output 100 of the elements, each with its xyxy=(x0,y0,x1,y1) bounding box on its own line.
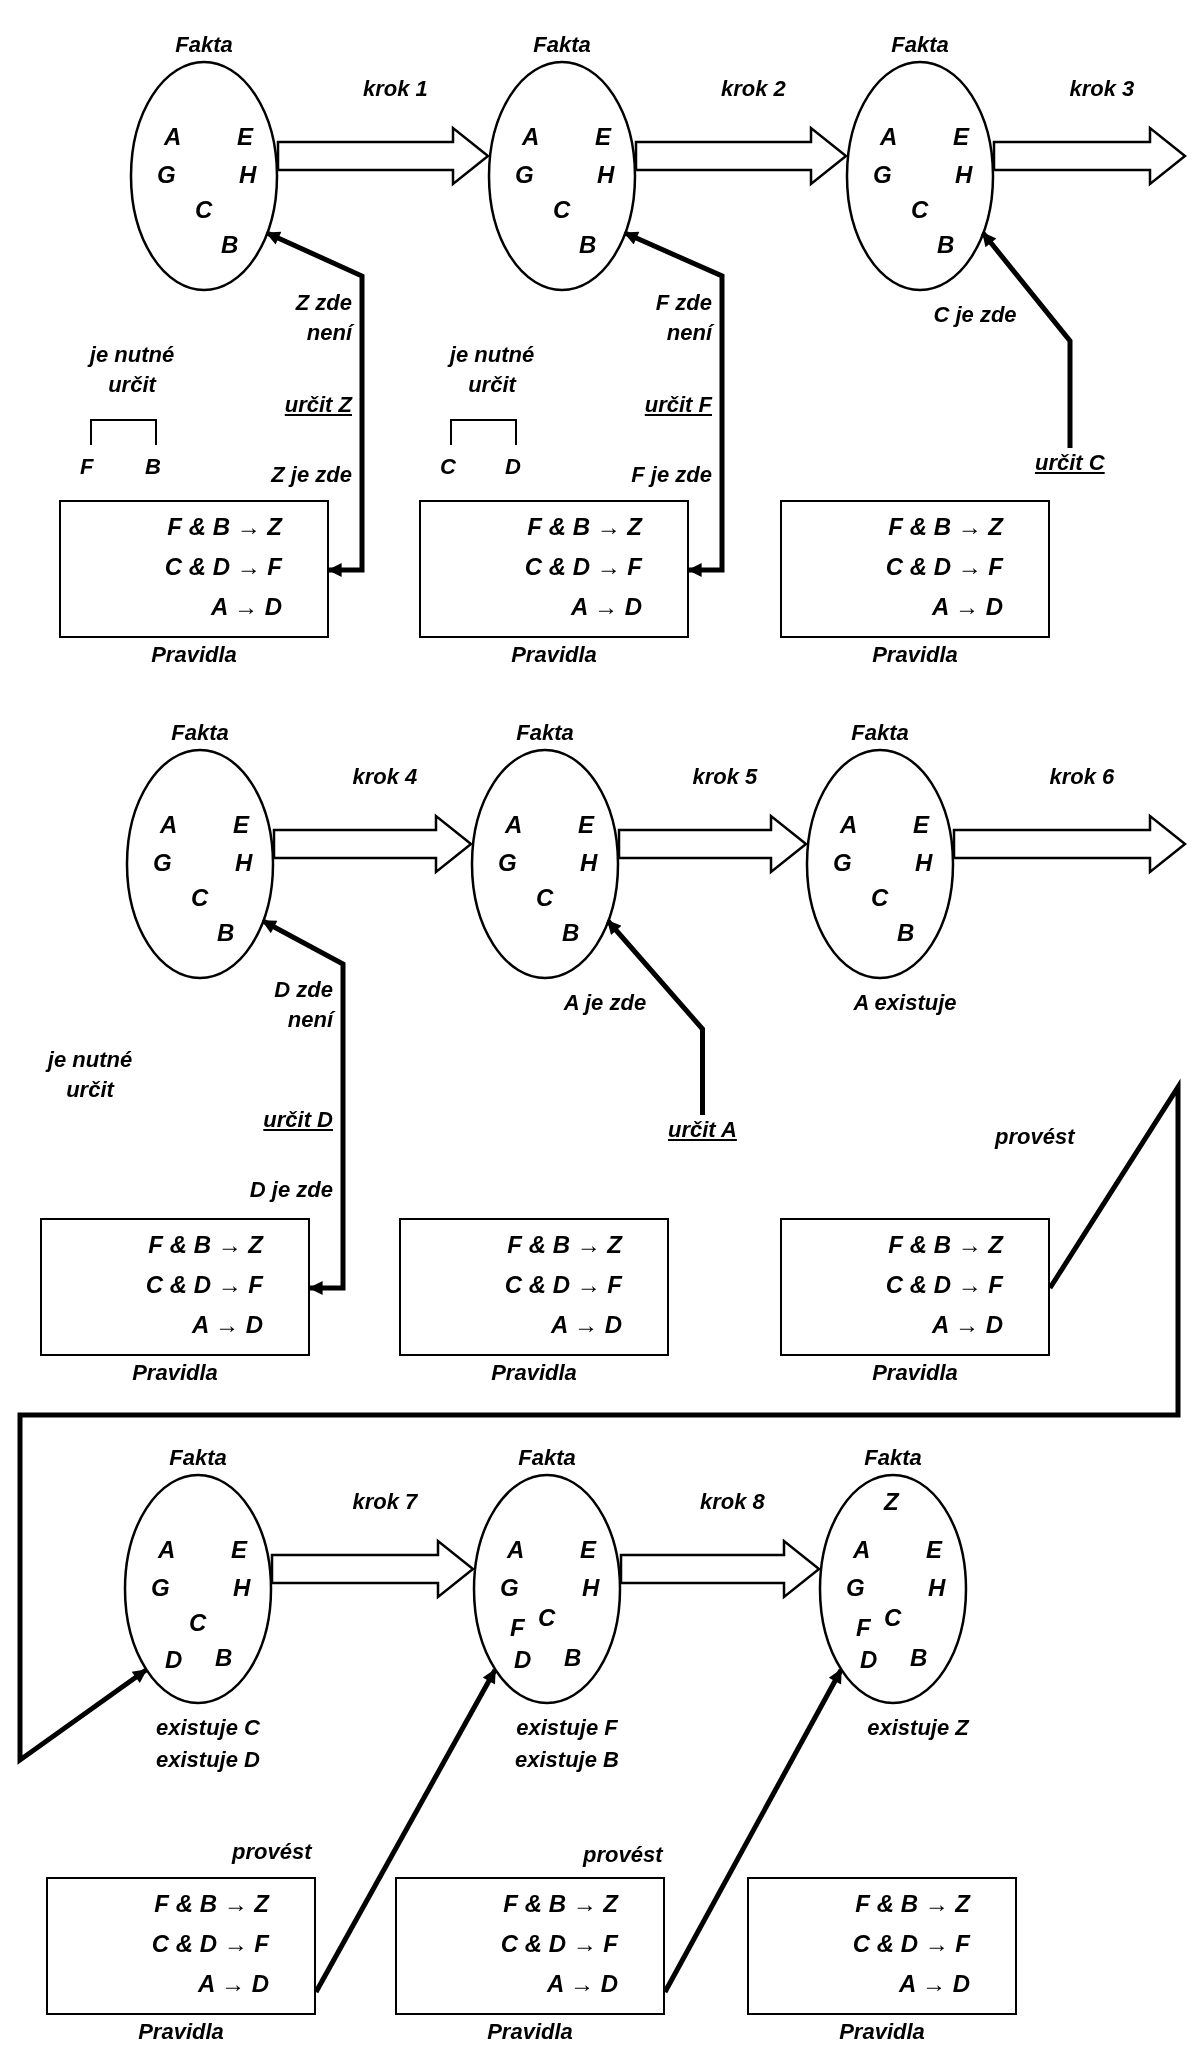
letter: F xyxy=(856,1613,871,1643)
block-arrow xyxy=(952,813,1187,875)
annotation-text: je nutné určit xyxy=(44,1046,134,1104)
letter: E xyxy=(580,1535,596,1565)
letter: A xyxy=(880,122,898,152)
arrow xyxy=(623,230,725,577)
letter: E xyxy=(578,810,594,840)
heading: Pravidla xyxy=(510,641,598,669)
letter: B xyxy=(217,918,235,948)
letter: G xyxy=(873,160,892,190)
rule-text: C & D → F xyxy=(145,1270,263,1300)
annotation-text: D je zde xyxy=(249,1176,333,1204)
letter: E xyxy=(231,1535,247,1565)
rule-text: A → D xyxy=(210,592,282,622)
instruction-text: určit A xyxy=(668,1115,737,1145)
letter: A xyxy=(158,1535,176,1565)
letter: G xyxy=(153,848,172,878)
letter: A xyxy=(522,122,540,152)
block-arrow xyxy=(276,125,490,187)
heading: Pravidla xyxy=(137,2018,225,2046)
heading: Pravidla xyxy=(486,2018,574,2046)
letter: C xyxy=(553,195,571,225)
letter: D xyxy=(505,453,521,481)
letter: E xyxy=(237,122,253,152)
letter: D xyxy=(860,1645,878,1675)
letter: C xyxy=(191,883,209,913)
letter: G xyxy=(500,1573,519,1603)
heading: Fakta xyxy=(515,719,575,747)
instruction-text: určit Z xyxy=(284,391,352,419)
letter: F xyxy=(80,453,94,481)
instruction-text: určit F xyxy=(644,391,712,419)
letter: E xyxy=(953,122,969,152)
heading: Pravidla xyxy=(838,2018,926,2046)
heading: Fakta xyxy=(890,31,950,59)
rule-text: F & B → Z xyxy=(855,1889,970,1919)
rule-text: C & D → F xyxy=(852,1929,970,1959)
letter: B xyxy=(579,230,597,260)
annotation-text: je nutné určit xyxy=(446,341,536,399)
rule-text: A → D xyxy=(931,1310,1003,1340)
heading: Pravidla xyxy=(871,641,959,669)
rule-text: C & D → F xyxy=(504,1270,622,1300)
block-arrow xyxy=(270,1538,475,1600)
rule-text: A → D xyxy=(191,1310,263,1340)
heading: Pravidla xyxy=(150,641,238,669)
heading: Fakta xyxy=(517,1444,577,1472)
letter: C xyxy=(195,195,213,225)
letter: B xyxy=(564,1643,582,1673)
block-arrow xyxy=(272,813,473,875)
rule-text: A → D xyxy=(197,1969,269,1999)
heading: Fakta xyxy=(168,1444,228,1472)
heading: Pravidla xyxy=(490,1359,578,1387)
block-arrow xyxy=(992,125,1187,187)
heading: Fakta xyxy=(174,31,234,59)
block-arrow xyxy=(617,813,808,875)
node-label: existuje D xyxy=(155,1746,261,1774)
rule-text: A → D xyxy=(570,592,642,622)
letter: B xyxy=(897,918,915,948)
letter: C xyxy=(871,883,889,913)
letter: G xyxy=(846,1573,865,1603)
rule-text: C & D → F xyxy=(500,1929,618,1959)
instruction-text: určit D xyxy=(263,1106,333,1134)
node-label: existuje B xyxy=(514,1746,620,1774)
letter: H xyxy=(233,1573,251,1603)
letter: A xyxy=(853,1535,871,1565)
block-arrow xyxy=(619,1538,821,1600)
letter: B xyxy=(910,1643,928,1673)
letter: B xyxy=(145,453,161,481)
letter: E xyxy=(233,810,249,840)
letter: A xyxy=(505,810,523,840)
letter: G xyxy=(833,848,852,878)
letter: D xyxy=(514,1645,532,1675)
letter: H xyxy=(928,1573,946,1603)
arrow xyxy=(313,1668,498,1994)
heading: Fakta xyxy=(863,1444,923,1472)
letter: C xyxy=(538,1603,556,1633)
rule-text: F & B → Z xyxy=(888,1230,1003,1260)
heading: Fakta xyxy=(170,719,230,747)
node-label: C je zde xyxy=(932,301,1018,329)
letter: C xyxy=(884,1603,902,1633)
letter: G xyxy=(157,160,176,190)
letter: G xyxy=(515,160,534,190)
instruction-text: určit C xyxy=(1035,448,1105,478)
rule-text: F & B → Z xyxy=(527,512,642,542)
arrow xyxy=(606,919,705,1115)
node-label: existuje Z xyxy=(866,1714,971,1742)
letter: H xyxy=(915,848,933,878)
rule-text: C & D → F xyxy=(885,1270,1003,1300)
letter: D xyxy=(165,1645,183,1675)
letter: B xyxy=(562,918,580,948)
letter: H xyxy=(235,848,253,878)
rule-text: C & D → F xyxy=(164,552,282,582)
letter: C xyxy=(911,195,929,225)
heading: Fakta xyxy=(532,31,592,59)
letter: H xyxy=(239,160,257,190)
block-arrow xyxy=(634,125,848,187)
node-label: existuje F xyxy=(515,1714,619,1742)
arrow xyxy=(981,231,1073,448)
rule-text: F & B → Z xyxy=(888,512,1003,542)
arrow xyxy=(662,1668,844,1994)
rule-text: C & D → F xyxy=(885,552,1003,582)
